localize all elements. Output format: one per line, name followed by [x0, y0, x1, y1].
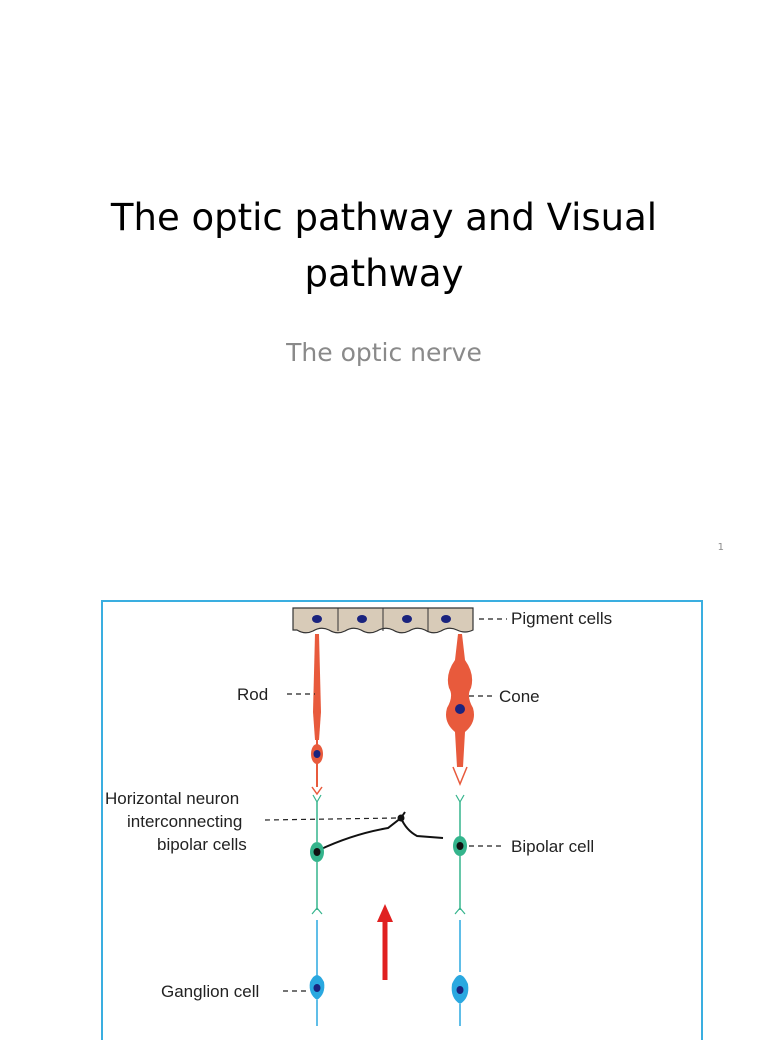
label-bipolar-cell: Bipolar cell [511, 837, 594, 856]
light-direction-arrow [377, 904, 393, 980]
label-rod: Rod [237, 685, 268, 704]
label-pigment-cells: Pigment cells [511, 609, 612, 628]
cone-bipolar-chain [451, 794, 469, 1026]
label-bipolar-cells: bipolar cells [157, 835, 247, 854]
slide: The optic pathway and Visual pathway The… [110, 196, 724, 553]
rod-nucleus [313, 750, 321, 758]
slide-subtitle: The optic nerve [286, 338, 482, 367]
leader-lines [264, 618, 507, 992]
pigment-nucleus [357, 615, 367, 623]
label-horizontal-neuron: Horizontal neuron [105, 789, 239, 808]
cone-cell [446, 634, 474, 786]
label-interconnecting: interconnecting [127, 812, 242, 831]
pigment-nucleus [441, 615, 451, 623]
slide-title: The optic pathway and Visual pathway [110, 196, 658, 295]
horizontal-neuron [318, 811, 444, 851]
rod-ganglion-nucleus [313, 984, 321, 992]
rod-outer-segment [313, 634, 321, 740]
cone-nucleus [455, 704, 465, 714]
retina-diagram: Pigment cells Rod Cone Horizontal neuron… [105, 607, 612, 1026]
retina-diagram-frame: Pigment cells Rod Cone Horizontal neuron… [101, 600, 703, 1040]
pigment-nucleus [312, 615, 322, 623]
rod-bipolar-chain [309, 794, 325, 1026]
slide-number: 1 [717, 542, 724, 553]
pigment-nucleus [402, 615, 412, 623]
cone-body [446, 634, 474, 767]
pigment-layer [292, 607, 474, 634]
label-cone: Cone [499, 687, 540, 706]
rod-cell [311, 634, 323, 796]
cone-ganglion-nucleus [456, 986, 464, 994]
label-ganglion-cell: Ganglion cell [161, 982, 259, 1001]
